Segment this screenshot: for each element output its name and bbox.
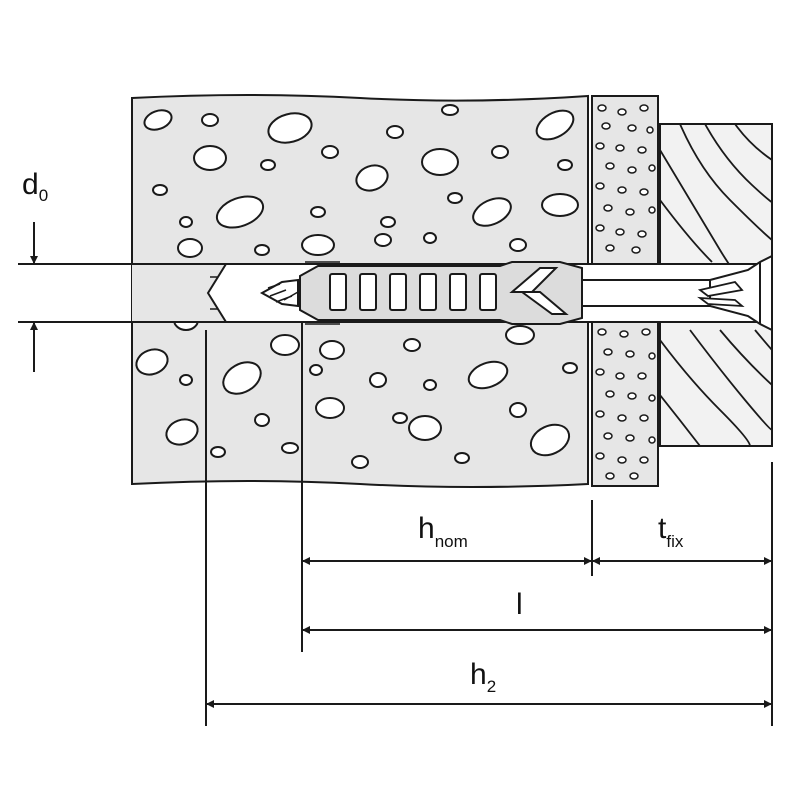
label-t-fix: tfix	[658, 512, 684, 551]
label-h2: h2	[470, 658, 496, 696]
plastic-dowel	[299, 261, 583, 325]
label-t-fix-main: t	[658, 512, 667, 545]
label-h-nom: hnom	[418, 512, 468, 551]
label-d0: d0	[22, 168, 48, 205]
label-h-nom-sub: nom	[435, 532, 468, 551]
concrete-aggregate	[135, 104, 579, 469]
insulation-granules	[595, 104, 656, 480]
label-d0-sub: 0	[39, 186, 48, 205]
dimension-lines	[30, 222, 773, 726]
wood-grain	[660, 124, 772, 446]
dimension-labels: d0 hnom tfix l h2	[22, 168, 684, 696]
label-d0-main: d	[22, 168, 39, 201]
label-h2-main: h	[470, 658, 487, 691]
label-h2-sub: 2	[487, 677, 496, 696]
label-l: l	[516, 588, 523, 621]
label-h-nom-main: h	[418, 512, 435, 545]
label-t-fix-sub: fix	[666, 532, 684, 551]
screw	[259, 254, 773, 332]
dowel-segments	[329, 273, 497, 311]
